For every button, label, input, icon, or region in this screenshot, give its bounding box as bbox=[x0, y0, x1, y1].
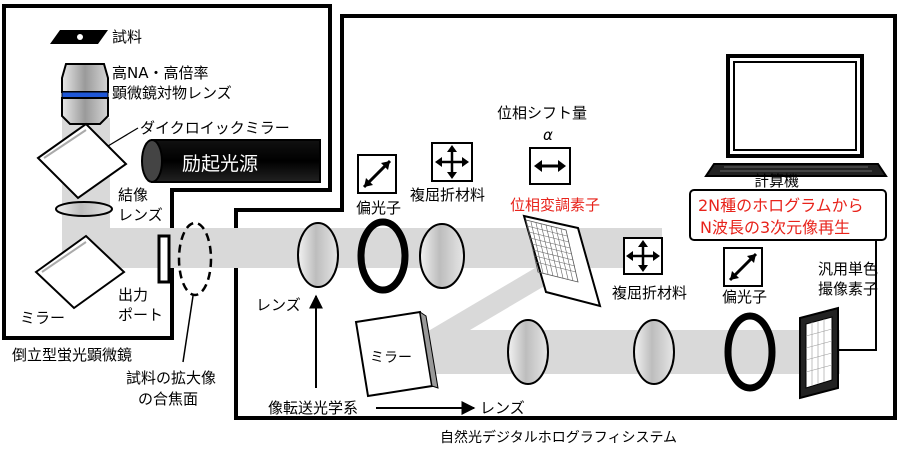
system-enclosure bbox=[234, 14, 897, 420]
microscope-enclosure bbox=[2, 4, 332, 340]
focal-plane-marker bbox=[177, 221, 213, 297]
label-birefringent-1: 複屈折材料 bbox=[410, 186, 485, 204]
label-slm: 位相変調素子 bbox=[510, 196, 600, 214]
sample-slide bbox=[50, 30, 108, 44]
label-imaging-lens-2: レンズ bbox=[118, 206, 163, 224]
label-alpha: α bbox=[543, 126, 553, 144]
label-sample: 試料 bbox=[112, 28, 142, 46]
label-computer-text-1: 2N種のホログラムから bbox=[698, 196, 864, 215]
polarizer-1-axis-box bbox=[357, 154, 397, 194]
relay-lens-1 bbox=[297, 222, 339, 288]
dichroic-mirror bbox=[36, 122, 128, 200]
birefringent-1-axis-box bbox=[431, 142, 473, 182]
focal-plane-pointer bbox=[182, 295, 194, 363]
label-lens-2: レンズ bbox=[480, 399, 525, 417]
label-output-port-2: ポート bbox=[118, 306, 163, 324]
label-light-source: 励起光源 bbox=[182, 153, 258, 175]
phase-shift-axis-box bbox=[529, 147, 571, 185]
objective-lens bbox=[61, 63, 109, 125]
relay-lens-2 bbox=[507, 319, 549, 385]
polarizer-1-ring bbox=[357, 218, 409, 294]
label-polarizer-1: 偏光子 bbox=[356, 199, 401, 217]
phase-modulator-slm bbox=[522, 214, 602, 308]
birefringent-2-axis-box bbox=[623, 237, 663, 275]
label-phase-shift: 位相シフト量 bbox=[497, 104, 587, 122]
birefringent-element-2 bbox=[633, 319, 675, 385]
computer-processing-box bbox=[689, 189, 887, 241]
label-microscope-name: 倒立型蛍光顕微鏡 bbox=[12, 346, 132, 364]
label-system-mirror: ミラー bbox=[370, 350, 412, 366]
imaging-lens bbox=[55, 201, 113, 217]
label-computer-text-2: N波長の3次元像再生 bbox=[700, 218, 850, 237]
bottom-caption: 自然光デジタルホログラフィシステム bbox=[440, 429, 677, 446]
polarizer-2-ring bbox=[724, 312, 776, 392]
label-computer: 計算機 bbox=[754, 172, 799, 190]
output-port bbox=[157, 234, 171, 284]
label-camera-1: 汎用単色 bbox=[818, 260, 878, 278]
system-mirror bbox=[354, 310, 439, 398]
label-focal-plane-2: の合焦面 bbox=[138, 390, 198, 408]
monochrome-camera bbox=[799, 306, 839, 400]
label-focal-plane-1: 試料の拡大像 bbox=[126, 369, 216, 387]
label-output-port-1: 出力 bbox=[118, 286, 148, 304]
label-camera-2: 撮像素子 bbox=[818, 280, 878, 298]
birefringent-element-1 bbox=[419, 223, 465, 289]
label-microscope-mirror: ミラー bbox=[20, 309, 65, 327]
label-polarizer-2: 偏光子 bbox=[722, 288, 767, 306]
beam-bottom-row bbox=[420, 330, 840, 374]
beam-diagonal bbox=[430, 268, 575, 330]
label-dichroic: ダイクロイックミラー bbox=[140, 119, 290, 137]
computer-laptop bbox=[704, 54, 888, 177]
label-imaging-lens-1: 結像 bbox=[118, 186, 148, 204]
label-birefringent-2: 複屈折材料 bbox=[612, 284, 687, 302]
polarizer-2-axis-box bbox=[723, 247, 763, 287]
label-objective-2: 顕微鏡対物レンズ bbox=[112, 84, 232, 102]
label-objective-1: 高NA・高倍率 bbox=[112, 64, 208, 82]
excitation-light-source bbox=[141, 139, 321, 183]
label-relay-optics: 像転送光学系 bbox=[268, 399, 358, 417]
dichroic-pointer bbox=[107, 127, 139, 147]
label-lens-1: レンズ bbox=[256, 296, 301, 314]
microscope-mirror bbox=[34, 234, 126, 310]
